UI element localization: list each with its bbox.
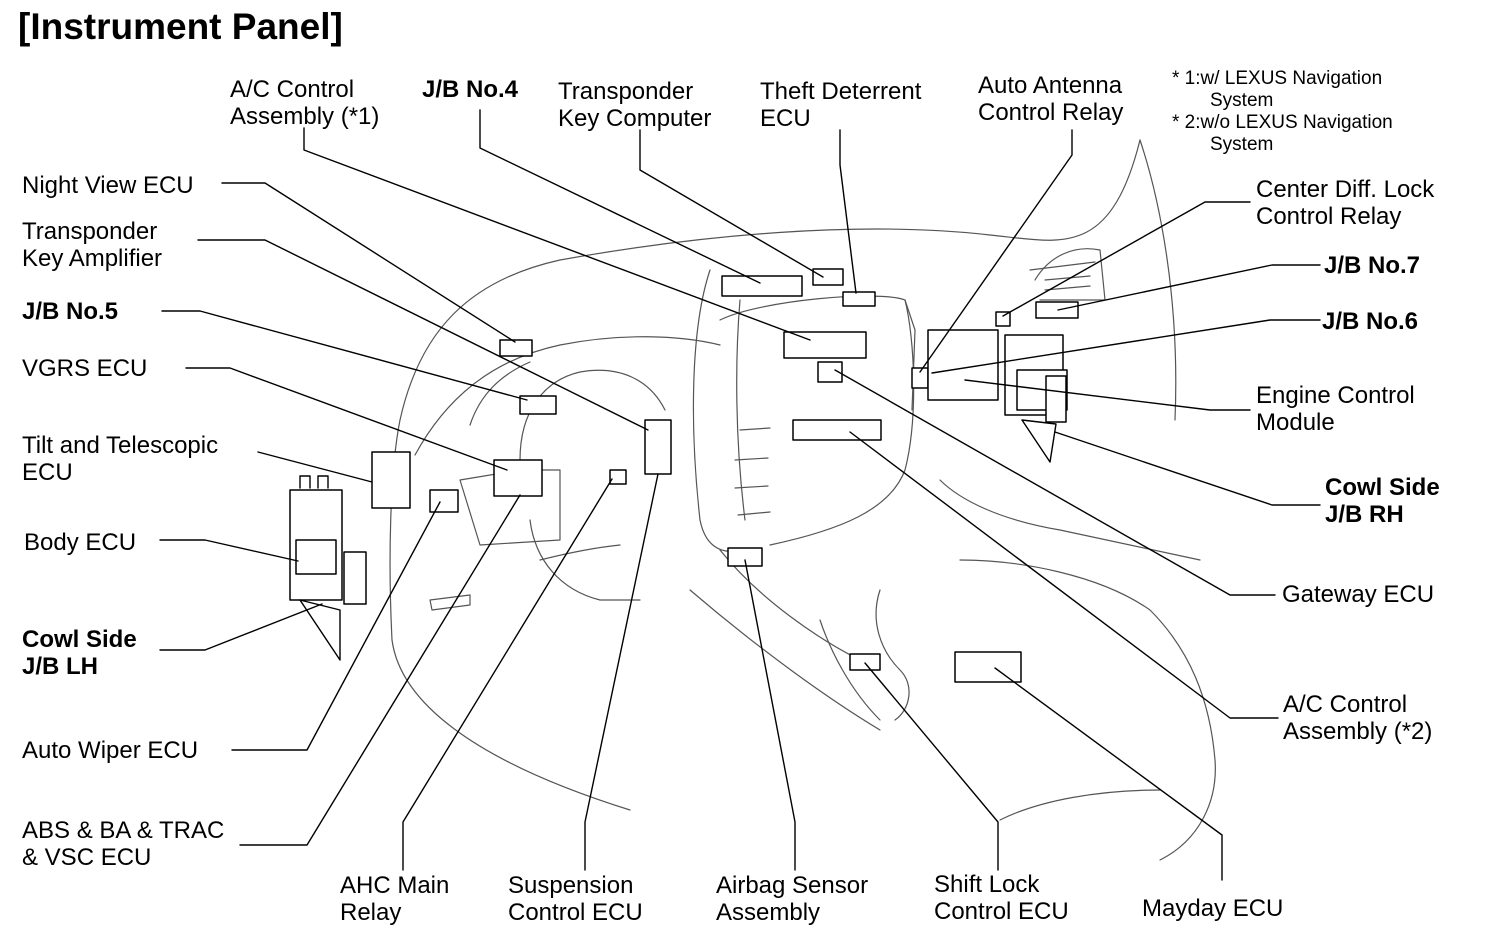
label-transponder-key-amplifier: Transponder Key Amplifier	[22, 218, 163, 272]
cowl-lh-bracket	[299, 599, 341, 661]
label-vgrs-ecu: VGRS ECU	[22, 355, 148, 382]
dashboard-outline	[389, 139, 1216, 861]
label-night-view-ecu: Night View ECU	[22, 172, 194, 199]
label-suspension-control-ecu: Suspension Control ECU	[508, 872, 643, 926]
label-gateway-ecu: Gateway ECU	[1282, 581, 1435, 608]
label-airbag-sensor-assembly: Airbag Sensor Assembly	[716, 872, 869, 926]
label-tilt-telescopic-ecu: Tilt and Telescopic ECU	[22, 432, 219, 486]
label-shift-lock-control-ecu: Shift Lock Control ECU	[934, 871, 1069, 925]
relay-pins	[299, 475, 329, 489]
page-title: [Instrument Panel]	[18, 6, 343, 47]
label-cowl-side-jb-rh: Cowl Side J/B RH	[1325, 474, 1440, 528]
label-transponder-key-computer: Transponder Key Computer	[558, 78, 712, 132]
label-abs-ba-trac-vsc-ecu: ABS & BA & TRAC & VSC ECU	[22, 817, 225, 871]
label-ac-control-assembly-1: A/C Control Assembly (*1)	[230, 76, 380, 130]
label-auto-wiper-ecu: Auto Wiper ECU	[22, 737, 199, 764]
footnote-2: * 2:w/o LEXUS Navigation System	[1172, 112, 1393, 155]
label-theft-deterrent-ecu: Theft Deterrent ECU	[760, 78, 922, 132]
label-jb-no5: J/B No.5	[22, 298, 119, 325]
label-auto-antenna-control-relay: Auto Antenna Control Relay	[978, 72, 1124, 126]
label-body-ecu: Body ECU	[24, 529, 137, 556]
label-mayday-ecu: Mayday ECU	[1142, 895, 1284, 922]
cowl-rh-bracket	[1021, 419, 1057, 463]
label-ahc-main-relay: AHC Main Relay	[340, 872, 450, 926]
label-ac-control-assembly-2: A/C Control Assembly (*2)	[1283, 691, 1433, 745]
label-center-diff-lock-control-relay: Center Diff. Lock Control Relay	[1256, 176, 1435, 230]
label-jb-no7: J/B No.7	[1324, 252, 1421, 279]
footnote-1: * 1:w/ LEXUS Navigation System	[1172, 68, 1383, 111]
label-jb-no6: J/B No.6	[1322, 308, 1419, 335]
label-cowl-side-jb-lh: Cowl Side J/B LH	[22, 626, 137, 680]
label-engine-control-module: Engine Control Module	[1256, 382, 1415, 436]
leader-lines	[159, 109, 1321, 881]
components	[289, 268, 1079, 683]
label-jb-no4: J/B No.4	[422, 76, 519, 103]
